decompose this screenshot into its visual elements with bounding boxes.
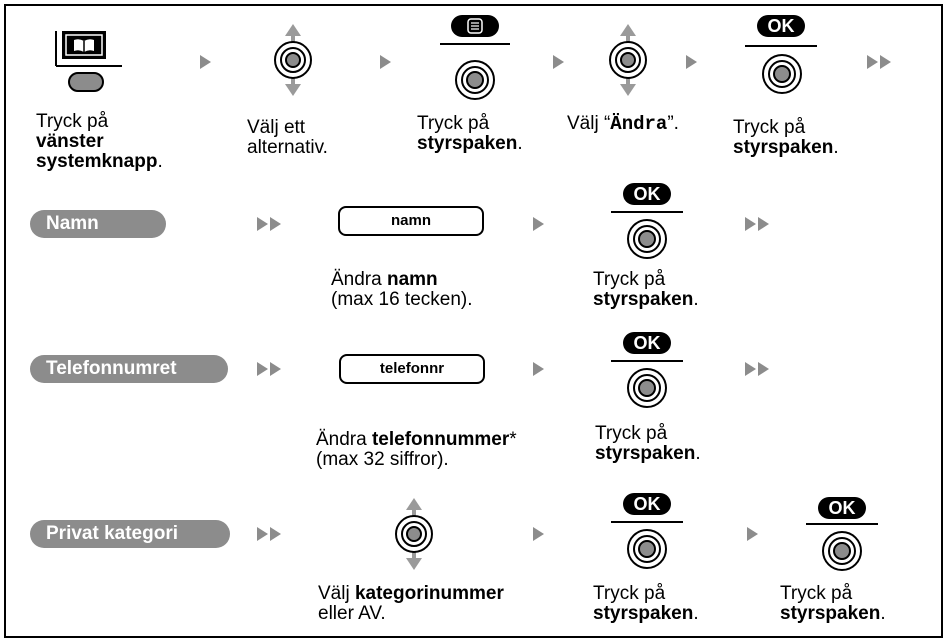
divider bbox=[611, 521, 683, 523]
ok-button-icon: OK bbox=[623, 332, 671, 354]
navigator-up-down-icon bbox=[600, 22, 656, 103]
continue-arrow bbox=[257, 217, 283, 231]
soft-button-icon bbox=[68, 72, 104, 92]
navigator-press-icon bbox=[625, 217, 669, 266]
continue-arrow bbox=[257, 527, 283, 541]
menu-button-illustration bbox=[440, 14, 510, 110]
step1-text: Tryck på vänster systemknapp. bbox=[36, 111, 163, 172]
step-arrow bbox=[533, 527, 544, 541]
step-arrow bbox=[533, 362, 544, 376]
ok-button-icon: OK bbox=[818, 497, 866, 519]
continue-arrow bbox=[257, 362, 283, 376]
ok-button-icon: OK bbox=[623, 183, 671, 205]
navigator-press-icon bbox=[625, 366, 669, 415]
continue-arrow bbox=[745, 362, 771, 376]
continue-arrow bbox=[867, 55, 893, 69]
step-arrow bbox=[686, 55, 697, 69]
step4-text: Välj “Ändra”. bbox=[567, 113, 679, 135]
divider bbox=[611, 360, 683, 362]
edit-name-text: Ändra namn(max 16 tecken). bbox=[331, 269, 473, 310]
option-namn: Namn bbox=[30, 210, 166, 238]
option-telefonnumret: Telefonnumret bbox=[30, 355, 228, 383]
step-arrow bbox=[200, 55, 211, 69]
edit-phone-text: Ändra telefonnummer*(max 32 siffror). bbox=[316, 429, 517, 470]
step-arrow bbox=[380, 55, 391, 69]
phonebook-icon bbox=[55, 31, 122, 92]
option-privat-kategori: Privat kategori bbox=[30, 520, 230, 548]
instruction-frame bbox=[4, 4, 943, 638]
left-soft-key-illustration bbox=[44, 28, 124, 98]
name-field: namn bbox=[338, 206, 484, 236]
continue-arrow bbox=[745, 217, 771, 231]
navigator-press-icon bbox=[820, 529, 864, 578]
step-arrow bbox=[747, 527, 758, 541]
navigator-press-icon bbox=[625, 527, 669, 576]
phone-number-field: telefonnr bbox=[339, 354, 485, 384]
ok-button-icon: OK bbox=[757, 15, 805, 37]
divider bbox=[745, 45, 817, 47]
step-arrow bbox=[553, 55, 564, 69]
divider bbox=[806, 523, 878, 525]
step-arrow bbox=[533, 217, 544, 231]
ok-button-icon: OK bbox=[623, 493, 671, 515]
navigator-press-icon bbox=[760, 52, 804, 101]
divider bbox=[611, 211, 683, 213]
navigator-up-down-icon bbox=[386, 496, 442, 577]
navigator-up-down-icon bbox=[265, 22, 321, 103]
